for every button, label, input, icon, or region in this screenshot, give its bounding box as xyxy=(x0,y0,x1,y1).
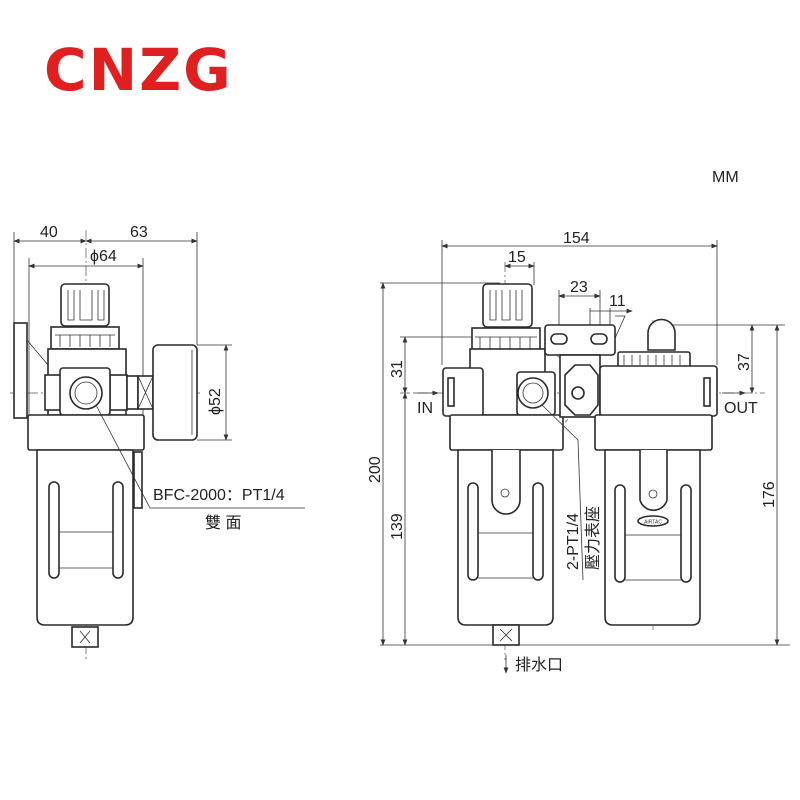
dim-phi52: ϕ52 xyxy=(207,388,224,415)
dim-154: 154 xyxy=(563,230,590,247)
unit-label: MM xyxy=(712,169,739,186)
dim-200: 200 xyxy=(367,456,384,483)
outlet-label: OUT xyxy=(724,400,758,417)
dim-139: 139 xyxy=(389,513,406,540)
brand-mark: AIRTAC xyxy=(644,520,662,526)
dim-11: 11 xyxy=(609,293,626,310)
dim-15: 15 xyxy=(508,249,526,266)
side-view: BFC-2000：PT1/4 雙 面 40 63 ϕ64 ϕ52 xyxy=(10,224,305,660)
dim-31: 31 xyxy=(389,360,406,378)
dim-63: 63 xyxy=(130,224,148,241)
port-callout-sub: 雙 面 xyxy=(205,514,241,532)
gauge-port-sub: 壓力表座 xyxy=(584,506,602,570)
dim-37: 37 xyxy=(736,353,753,371)
drain-label: 排水口 xyxy=(515,656,563,674)
brand-logo: CNZG xyxy=(44,36,233,104)
port-callout: BFC-2000：PT1/4 xyxy=(153,487,285,504)
front-view: AIRTAC 2-PT1/4 壓力表座 IN OUT 排水口 154 15 23… xyxy=(367,230,790,674)
dim-40: 40 xyxy=(40,224,58,241)
inlet-label: IN xyxy=(417,400,433,417)
gauge-port-label: 2-PT1/4 xyxy=(565,513,582,570)
dim-23: 23 xyxy=(570,279,588,296)
dim-176: 176 xyxy=(761,481,778,508)
dim-phi64: ϕ64 xyxy=(90,248,117,265)
